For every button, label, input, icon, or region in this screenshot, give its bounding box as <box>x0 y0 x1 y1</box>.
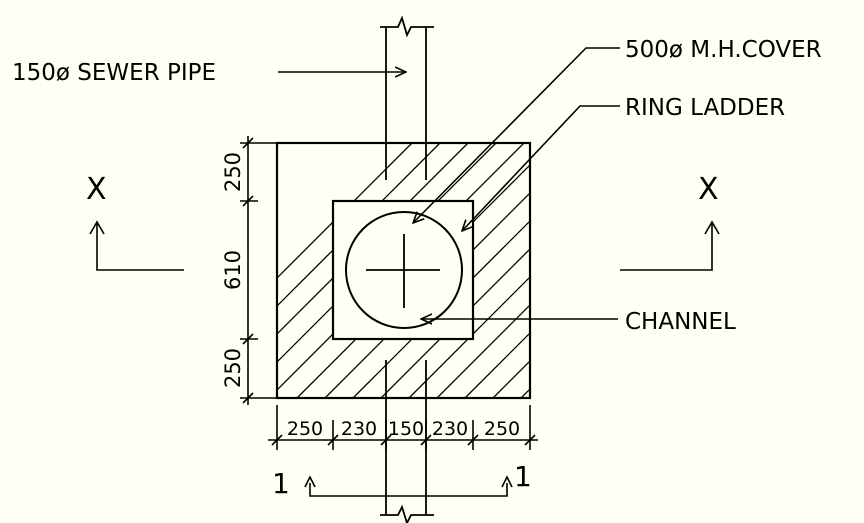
hatch-line <box>277 143 441 398</box>
horizontal-dimension-line <box>268 405 538 450</box>
sewer-pipe-label: 150ø SEWER PIPE <box>12 60 216 86</box>
section-1-marker <box>304 475 513 497</box>
dim-v-mid: 610 <box>221 250 245 290</box>
dim-h-5: 250 <box>484 418 520 440</box>
channel-label: CHANNEL <box>625 309 736 335</box>
manhole-cover-circle <box>345 211 463 329</box>
sewer-pipe-top <box>380 15 434 180</box>
ring-ladder-leader <box>462 105 620 231</box>
dim-v-top: 250 <box>221 152 245 192</box>
inner-chamber-outline <box>331 199 475 341</box>
hatch-line <box>436 143 530 398</box>
section-x-left-label: X <box>86 172 107 207</box>
hatch-line <box>277 143 413 398</box>
dim-h-2: 230 <box>341 418 377 440</box>
section-1-right-label: 1 <box>514 460 532 493</box>
hatch-line <box>324 143 530 398</box>
dim-h-3: 150 <box>388 418 424 440</box>
dim-h-4: 230 <box>432 418 468 440</box>
section-1-left-label: 1 <box>272 467 290 500</box>
hatch-line <box>380 143 530 398</box>
dim-v-bottom: 250 <box>221 348 245 388</box>
hatch-line <box>408 143 530 398</box>
mh-cover-leader <box>413 47 620 223</box>
section-x-left <box>89 220 184 271</box>
section-x-right <box>620 220 720 271</box>
ring-ladder-label: RING LADDER <box>625 95 785 121</box>
vertical-dimension-line <box>240 136 277 405</box>
outer-wall-outline <box>275 141 532 400</box>
hatch-line <box>464 143 530 398</box>
mh-cover-label: 500ø M.H.COVER <box>625 37 822 63</box>
dim-h-1: 250 <box>287 418 323 440</box>
center-cross <box>366 234 440 308</box>
section-x-right-label: X <box>698 172 719 207</box>
hatch-line <box>352 143 530 398</box>
